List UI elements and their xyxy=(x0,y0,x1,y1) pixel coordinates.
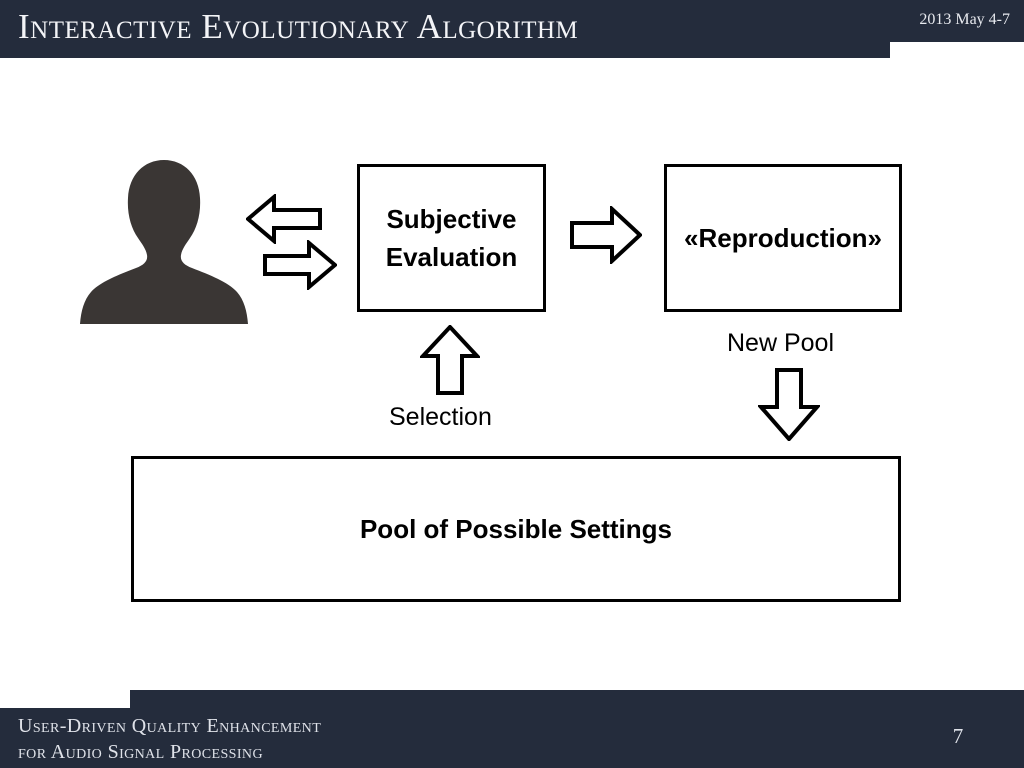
box-label-line2: Evaluation xyxy=(385,242,518,272)
header-date: 2013 May 4-7 xyxy=(919,11,1010,28)
footer-bar-left-block xyxy=(0,708,130,768)
box-label-line1: Subjective xyxy=(386,204,517,234)
arrow-right-icon xyxy=(570,206,642,264)
box-subjective-evaluation: Subjective Evaluation xyxy=(357,164,546,312)
arrow-down-icon xyxy=(758,368,820,441)
page-number: 7 xyxy=(952,724,964,748)
footer-title: User-Driven Quality Enhancement for Audi… xyxy=(18,713,321,765)
page-title: Interactive Evolutionary Algorithm xyxy=(18,7,579,46)
footer-title-line1: User-Driven Quality Enhancement xyxy=(18,715,322,737)
box-pool-label: Pool of Possible Settings xyxy=(359,513,673,544)
box-subjective-evaluation-label: Subjective Evaluation xyxy=(386,200,517,276)
arrow-left-icon xyxy=(246,194,322,244)
footer-bar xyxy=(130,690,1024,768)
edge-label-new-pool: New Pool xyxy=(727,329,834,357)
footer-title-line2: for Audio Signal Processing xyxy=(18,741,263,763)
box-reproduction-label: «Reproduction» xyxy=(684,222,882,253)
box-pool-of-possible-settings: Pool of Possible Settings xyxy=(131,456,901,602)
edge-label-selection: Selection xyxy=(389,403,492,431)
arrow-right-icon xyxy=(263,240,337,290)
box-reproduction: «Reproduction» xyxy=(664,164,902,312)
user-silhouette-icon xyxy=(80,160,248,324)
arrow-up-icon xyxy=(420,325,480,395)
header-bar-date-block xyxy=(890,0,1024,42)
header-bar xyxy=(0,0,890,58)
